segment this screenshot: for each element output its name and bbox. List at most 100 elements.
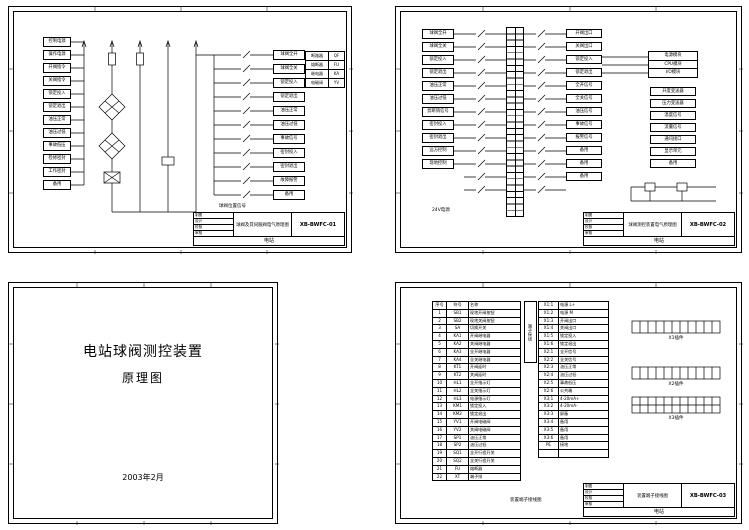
table-row-cell: 6 <box>433 348 447 356</box>
table-row-cell: 22 <box>433 473 447 481</box>
table-row-cell: 端子排 <box>469 473 521 481</box>
table-row-cell: X3:3 <box>539 411 559 418</box>
terminal-strip <box>506 27 524 217</box>
signal-label-box: 油压正常 <box>422 81 454 91</box>
table-row-cell: X1:4 <box>539 325 559 333</box>
table-row-cell: 全开行程开关 <box>469 450 521 457</box>
legend-row-cell: 电磁阀 <box>306 79 329 87</box>
table-row-cell: KA3 <box>447 348 469 356</box>
project-name: 电站 <box>653 509 664 515</box>
table-row: 序号符号名称 <box>433 302 521 310</box>
signal-label-box: 密封退出 <box>422 133 454 143</box>
signal-label-box: 开度变送器 <box>650 87 696 96</box>
module-row: CPU模块 <box>649 60 697 70</box>
table-row-cell: 4 <box>433 333 447 340</box>
table-row-cell: 7 <box>433 356 447 364</box>
table-row-cell: X3:6 <box>539 434 559 442</box>
table-row-cell: 切换开关 <box>469 325 521 333</box>
signal-label-box: 球阀全开 <box>422 29 454 39</box>
table-row-cell: X1:6 <box>539 340 559 348</box>
table-row-cell: 17 <box>433 434 447 442</box>
table-row-cell: 开阀继电器 <box>469 333 521 340</box>
signal-label-box: 压力变送器 <box>650 99 696 108</box>
signal-label-box: 检修密封 <box>43 154 71 164</box>
table-row-cell: 锁定退出 <box>469 411 521 418</box>
signal-label-box: 温度信号 <box>650 111 696 120</box>
table-row-cell: 公共端 <box>559 387 609 395</box>
title-block-main: 制图设计校核审核 球阀测控装置电气原理图 XB-BWFC-02 <box>584 213 734 237</box>
signal-label-box: 显示单元 <box>650 147 696 156</box>
table-row-cell: X1:3 <box>539 317 559 325</box>
table-row-cell: FU <box>447 465 469 473</box>
signal-label-box: 全关信号 <box>566 94 602 103</box>
table-row-cell: 21 <box>433 465 447 473</box>
module-row: 电源模块 <box>649 52 697 61</box>
signal-label-box: 油压正常 <box>273 106 305 116</box>
signal-label-box: 球阀全关 <box>422 42 454 52</box>
table-row-cell: HL1 <box>447 379 469 387</box>
table-row-cell: 10 <box>433 379 447 387</box>
table-row-cell: 16 <box>433 426 447 434</box>
table-row-cell <box>559 450 609 457</box>
signal-label-box: 通讯接口 <box>650 135 696 144</box>
table-row-cell: 备用 <box>559 434 609 442</box>
table-row-cell: SA <box>447 325 469 333</box>
title-block: 制图设计校核审核 球阀测控装置电气原理图 XB-BWFC-02 电站 <box>583 212 735 246</box>
sheet-2-control-schematic: 球阀全开球阀全关锁定投入锁定退出油压正常油压过低剪断销信号密封投入密封退出远方控… <box>395 6 743 254</box>
signal-label-box: 操作电源 <box>43 50 71 60</box>
drawing-caption: 装置端子接线图 <box>624 484 682 507</box>
titleblock-field: 校核 <box>584 225 623 231</box>
signal-label-box: 剪断销信号 <box>422 107 454 117</box>
signal-label-box: 锁定退出 <box>43 102 71 112</box>
table-row-cell: X1:5 <box>539 333 559 340</box>
signal-label-box: 锁定退出 <box>566 68 602 77</box>
title-block-fields: 制图设计校核审核 <box>194 213 234 236</box>
drawing-caption: 球阀及其伺服阀电气原理图 <box>234 213 292 236</box>
table-row-cell: 20 <box>433 457 447 465</box>
signal-label-box: 控制电源 <box>43 37 71 47</box>
table-row-cell: 全开信号 <box>559 348 609 356</box>
signal-label-box: 远方控制 <box>422 146 454 156</box>
table-row-cell: YV1 <box>447 418 469 426</box>
signal-label-box: 油压信号 <box>566 107 602 116</box>
titleblock-field: 审核 <box>585 502 593 506</box>
signal-label-box: 工作密封 <box>43 167 71 177</box>
table-row-cell: 9 <box>433 372 447 379</box>
table-row-cell: X2:1 <box>539 348 559 356</box>
sheet-3-cover: 电站球阀测控装置 原理图 2003年2月 <box>8 282 279 525</box>
schematic-note: 24V电源 <box>432 208 450 213</box>
cover-title-group: 电站球阀测控装置 原理图 <box>9 341 277 386</box>
table-row-cell: X1:2 <box>539 309 559 317</box>
signal-label-box: 备用 <box>566 159 602 168</box>
signal-label-box: 开阀出口 <box>566 29 602 38</box>
table-row-cell: 屏蔽 <box>559 411 609 418</box>
table-row-cell: 18 <box>433 442 447 450</box>
signal-label-box: 开阀指令 <box>43 63 71 73</box>
signal-label-box: 现地控制 <box>422 159 454 169</box>
signal-label-box: 球阀全关 <box>273 64 305 74</box>
title-block-fields: 制图设计校核审核 <box>584 213 624 236</box>
signal-label-box: 故障报警 <box>273 176 305 186</box>
titleblock-field: 设计 <box>584 219 623 225</box>
sheet-1-servo-valve-schematic: 控制电源操作电源开阀指令关阀指令锁定投入锁定退出油压正常油压过低事故低压检修密封… <box>8 6 353 254</box>
signal-label-box: 事故低压 <box>43 141 71 151</box>
signal-label-box: 油压过低 <box>43 128 71 138</box>
table-row-cell: X1:1 <box>539 302 559 309</box>
titleblock-field: 制图 <box>584 484 623 490</box>
